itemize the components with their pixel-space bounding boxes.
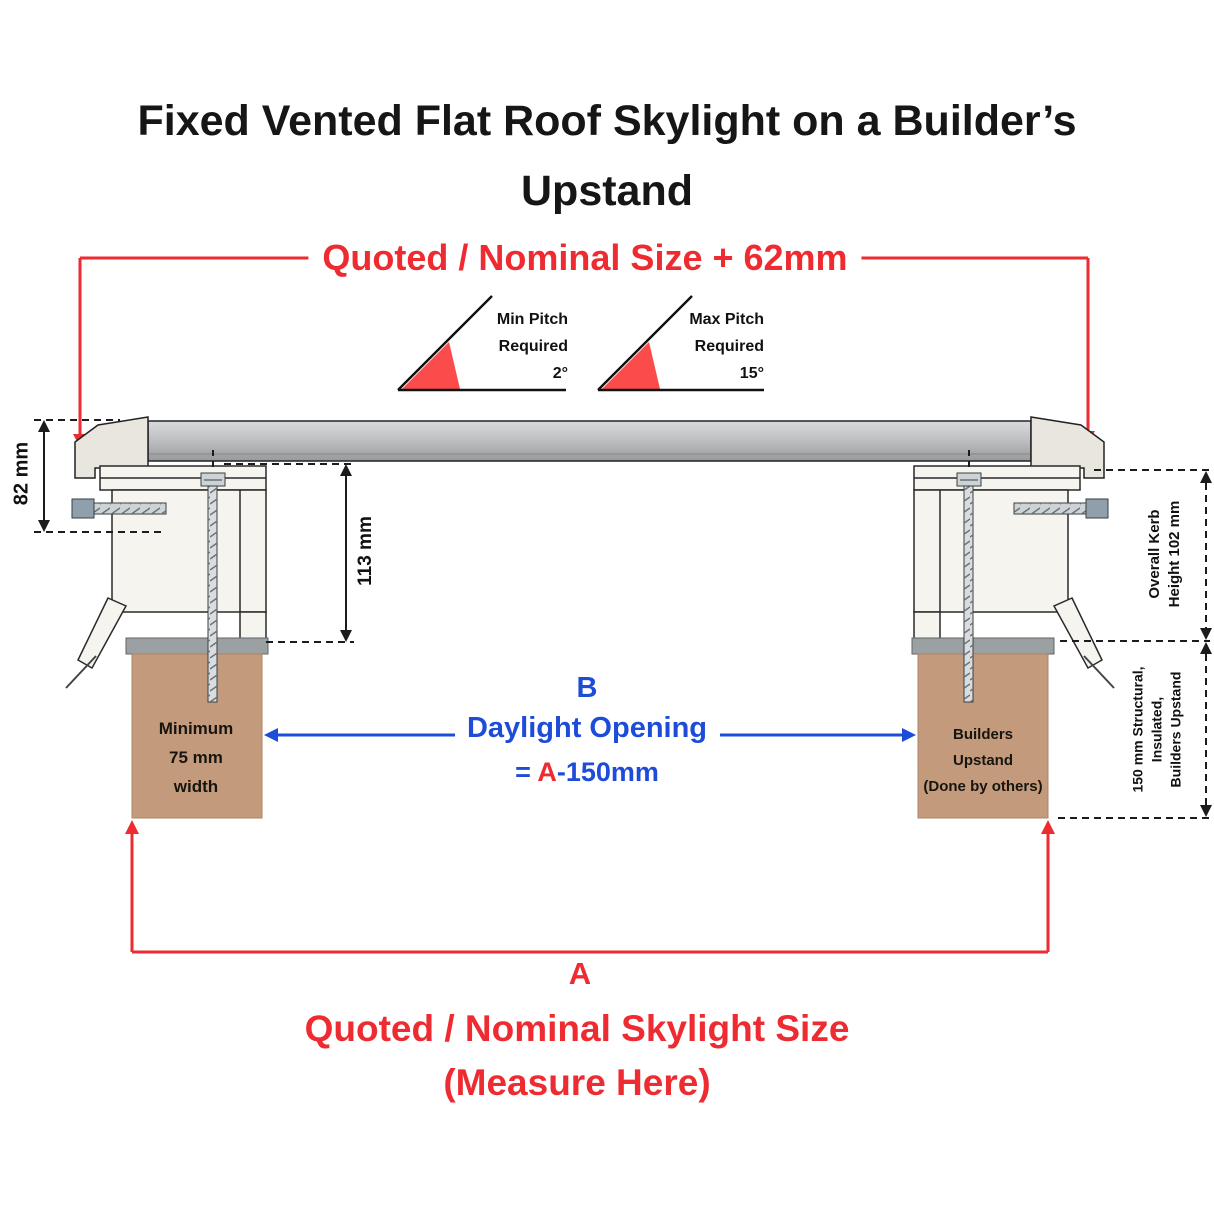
left-upstand-line2: 75 mm [169, 748, 223, 767]
structural-upstand-label: 150 mm Structural, Insulated, Builders U… [1129, 639, 1186, 821]
right-upstand-line2: Upstand [953, 752, 1013, 769]
kerb-height-line2: Height 102 mm [1166, 500, 1183, 608]
daylight-equation-variable: A [537, 757, 557, 787]
top-dimension-label: Quoted / Nominal Size + 62mm [308, 235, 862, 281]
fixing-screws [71, 472, 1109, 703]
dim-113-lines [224, 463, 354, 643]
kerb-height-line1: Overall Kerb [1146, 509, 1163, 599]
max-pitch-label: Max Pitch Required 15° [646, 306, 764, 387]
max-pitch-value: 15° [739, 365, 764, 382]
right-dimension-lines [1058, 469, 1212, 819]
daylight-letter: B [576, 672, 598, 704]
min-pitch-title: Min Pitch [496, 311, 568, 328]
left-upstand-label: Minimum 75 mm width [159, 714, 234, 801]
screw-centerlines [212, 450, 970, 470]
page-title-line1: Fixed Vented Flat Roof Skylight on a Bui… [137, 97, 1077, 145]
right-upstand-label: Builders Upstand (Done by others) [923, 722, 1042, 800]
dim-113-label: 113 mm [355, 516, 376, 586]
top-dimension-lines [73, 256, 1095, 447]
glass-panel [147, 420, 1032, 462]
structural-line1: 150 mm Structural, [1129, 666, 1146, 793]
daylight-label: Daylight Opening [466, 712, 708, 744]
right-upstand-line3: (Done by others) [923, 778, 1043, 795]
bottom-dimension-lines [125, 820, 1055, 954]
bottom-dimension-letter: A [568, 956, 592, 991]
min-pitch-value: 2° [552, 365, 568, 382]
bottom-dimension-line2: (Measure Here) [443, 1062, 711, 1103]
left-upstand-line1: Minimum [158, 719, 234, 738]
max-pitch-icon [597, 295, 764, 392]
structural-line3: Builders Upstand [1167, 671, 1184, 788]
structural-line2: Insulated, [1148, 696, 1165, 763]
max-pitch-title: Max Pitch [689, 311, 764, 328]
kerb-height-label: Overall Kerb Height 102 mm [1145, 467, 1185, 641]
right-upstand-block [911, 637, 1055, 819]
min-pitch-icon [397, 295, 566, 392]
page-title: Fixed Vented Flat Roof Skylight on a Bui… [7, 86, 1207, 226]
left-upstand-block [125, 637, 269, 819]
left-upstand-line3: width [173, 777, 219, 796]
min-pitch-subtitle: Required [498, 338, 568, 355]
min-pitch-label: Min Pitch Required 2° [450, 306, 568, 387]
daylight-equation-prefix: = [515, 757, 538, 787]
dim-82-label: 82 mm [10, 441, 33, 506]
daylight-equation-suffix: -150mm [556, 757, 659, 787]
daylight-equation: = A-150mm [515, 757, 659, 788]
right-upstand-line1: Builders [952, 726, 1013, 743]
max-pitch-subtitle: Required [694, 338, 764, 355]
page-title-line2: Upstand [521, 167, 693, 215]
bottom-dimension-line1: Quoted / Nominal Skylight Size [304, 1008, 850, 1049]
glass-end-caps [74, 416, 1105, 479]
dim-82-lines [34, 419, 162, 533]
daylight-arrow [264, 728, 916, 742]
